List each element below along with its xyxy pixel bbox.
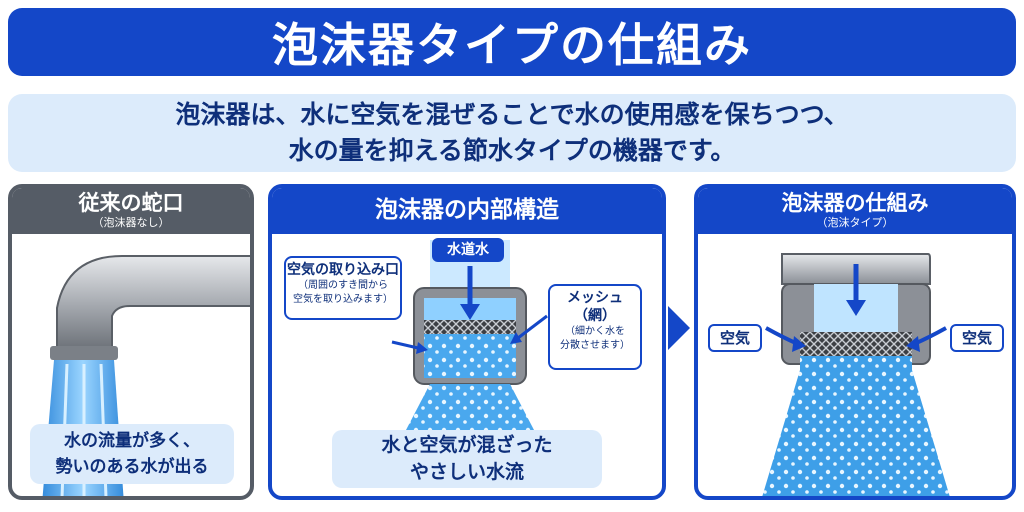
mesh-note-2: 分散させます） (560, 340, 630, 351)
intro-line-2: 水の量を抑える節水タイプの機器です。 (288, 136, 736, 165)
page-title: 泡沫器タイプの仕組み (8, 8, 1016, 76)
water-down-arrow (460, 304, 480, 320)
aerator-flow-illustration (762, 253, 950, 496)
mesh-subtitle: （網） (574, 308, 616, 324)
mesh-screen (800, 332, 912, 356)
air-right-tag: 空気 (950, 324, 1004, 352)
intro-line-1: 泡沫器は、水に空気を混ぜることで水の使用感を保ちつつ、 (175, 100, 849, 129)
air-inlet-note-1: （周囲のすき間から (298, 280, 388, 291)
panel-subtitle: （泡沫タイプ） (816, 216, 894, 229)
mesh-screen (424, 320, 516, 334)
panel-title: 従来の蛇口 (78, 191, 184, 215)
air-left-arrow (792, 336, 806, 352)
panel-header: 泡沫器の内部構造 (272, 188, 662, 234)
air-inlet-note-2: 空気を取り込みます） (293, 294, 393, 305)
panel-title: 泡沫器の内部構造 (375, 197, 559, 223)
faucet-tip (50, 346, 118, 360)
water-down-arrow (846, 300, 866, 316)
air-left-tag: 空気 (708, 324, 762, 352)
caption-line-2: やさしい水流 (409, 461, 524, 483)
air-inlet-title: 空気の取り込み口 (287, 262, 399, 278)
panel-header: 従来の蛇口 （泡沫器なし） (12, 188, 250, 234)
aerated-stream (762, 370, 950, 496)
panel-aerator-mechanism: 泡沫器の仕組み （泡沫タイプ） 空気 空気 (694, 184, 1016, 500)
air-inlet-arrow (416, 342, 428, 354)
panel-conventional-faucet: 従来の蛇口 （泡沫器なし） 水の流量が多く、 勢いのある水が出る (8, 184, 254, 500)
air-inlet-label: 空気の取り込み口 （周囲のすき間から 空気を取り込みます） (284, 256, 402, 320)
caption-line-1: 水と空気が混ざった (381, 434, 553, 456)
water-tag: 水道水 (432, 238, 504, 262)
aerated-water (424, 334, 516, 378)
intro-box: 泡沫器は、水に空気を混ぜることで水の使用感を保ちつつ、 水の量を抑える節水タイプ… (8, 94, 1016, 172)
mesh-pointer-arrow (510, 332, 522, 344)
flow-arrow-icon (668, 306, 690, 350)
panel-header: 泡沫器の仕組み （泡沫タイプ） (698, 188, 1012, 234)
mesh-note-1: （細かく水を (565, 326, 625, 337)
caption-box: 水の流量が多く、 勢いのある水が出る (30, 424, 234, 484)
air-right-arrow (906, 336, 920, 352)
aerated-stream (406, 384, 534, 430)
caption-line-1: 水の流量が多く、 (64, 431, 200, 451)
panel-subtitle: （泡沫器なし） (92, 216, 170, 229)
panel-aerator-structure: 泡沫器の内部構造 水道水 空気の取り込み口 （周囲のすき間から 空気を取り込みま… (268, 184, 666, 500)
aerator-cross-section (391, 240, 548, 430)
panel-title: 泡沫器の仕組み (781, 191, 929, 215)
caption-box: 水と空気が混ざった やさしい水流 (332, 430, 602, 488)
mesh-title: メッシュ (567, 290, 623, 306)
mesh-label: メッシュ （網） （細かく水を 分散させます） (548, 284, 642, 370)
caption-line-2: 勢いのある水が出る (55, 457, 209, 477)
faucet-spout (56, 255, 250, 349)
